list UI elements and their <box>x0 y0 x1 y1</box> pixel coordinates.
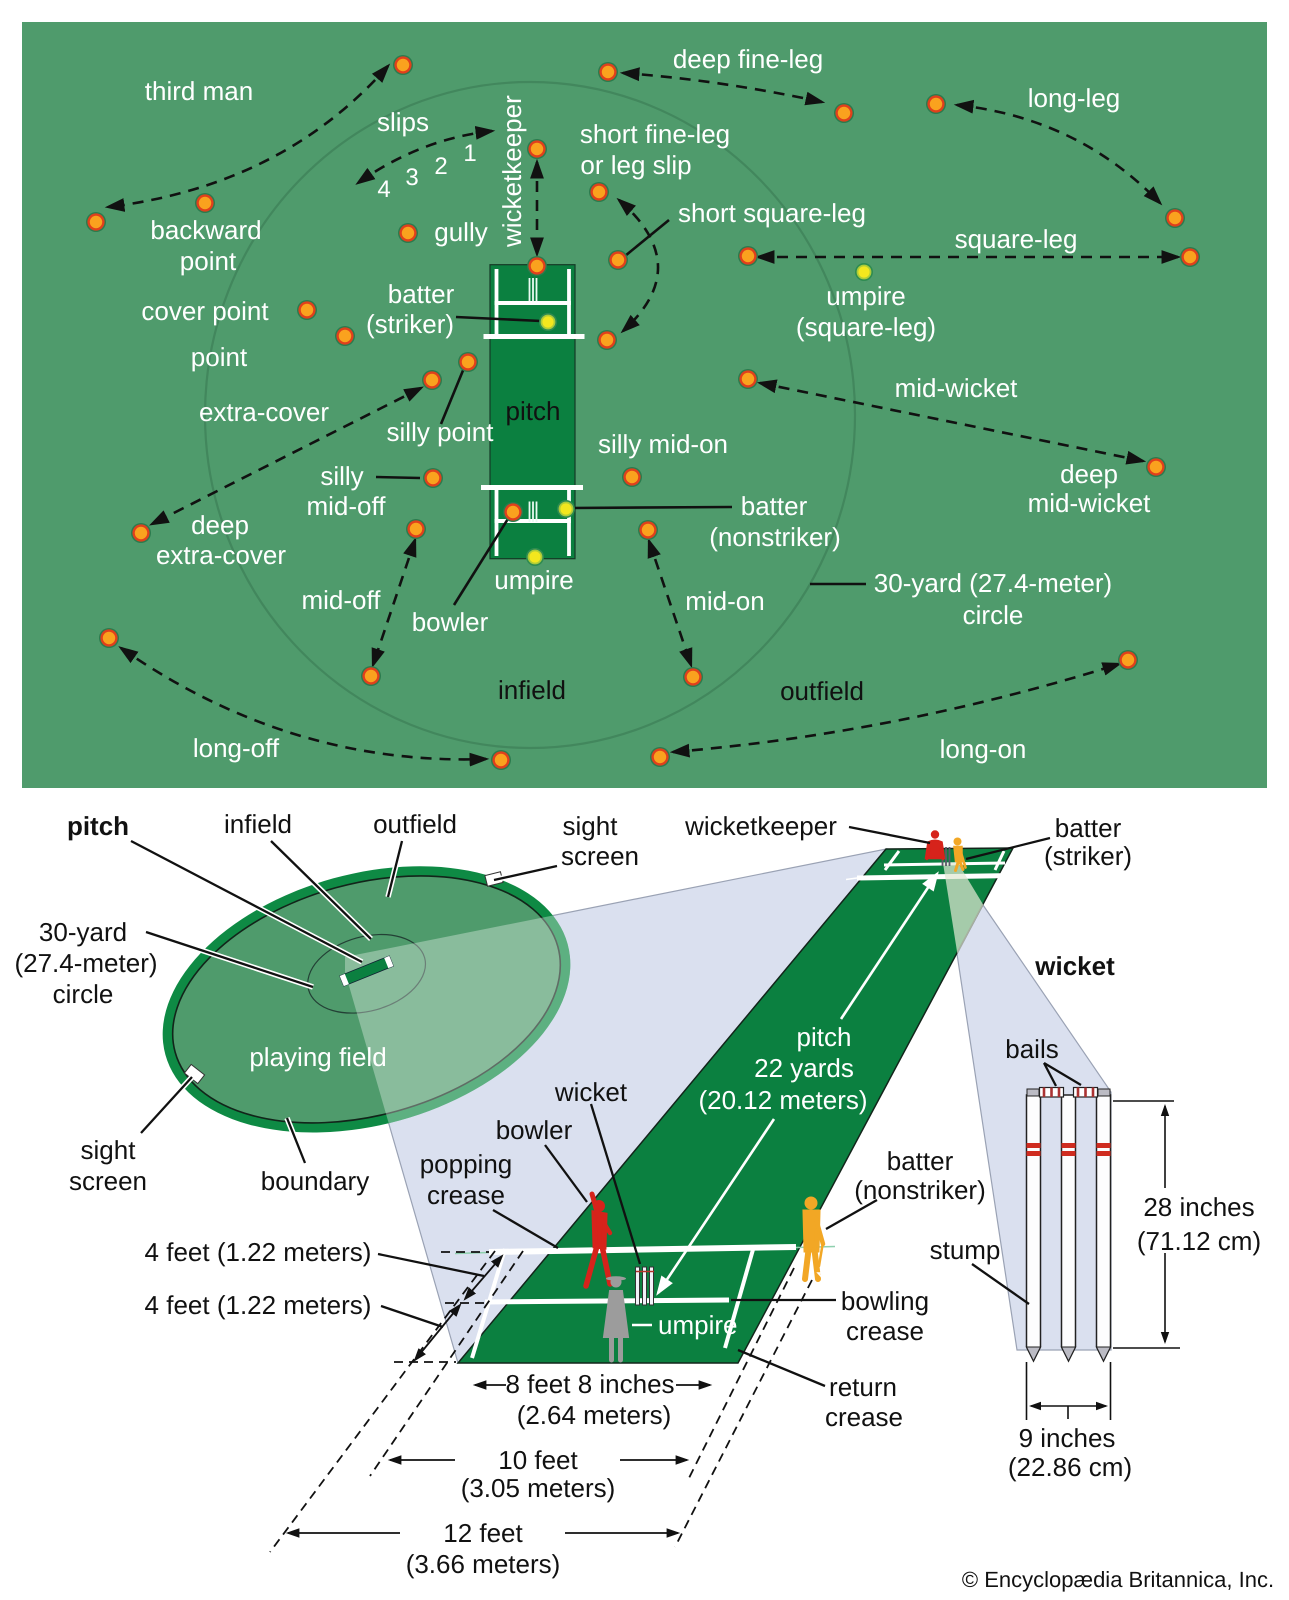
svg-text:screen: screen <box>69 1166 147 1196</box>
svg-text:short fine-leg: short fine-leg <box>580 119 730 149</box>
svg-text:(2.64 meters): (2.64 meters) <box>517 1400 672 1430</box>
svg-text:umpire: umpire <box>826 281 905 311</box>
svg-text:28 inches: 28 inches <box>1143 1192 1254 1222</box>
svg-text:(22.86 cm): (22.86 cm) <box>1008 1452 1132 1482</box>
svg-text:batter: batter <box>887 1146 954 1176</box>
svg-text:playing field: playing field <box>249 1042 386 1072</box>
svg-text:screen: screen <box>561 841 639 871</box>
svg-text:wicketkeeper: wicketkeeper <box>684 811 837 841</box>
svg-text:wicket: wicket <box>1034 951 1115 981</box>
svg-text:circle: circle <box>53 979 114 1009</box>
svg-text:pitch: pitch <box>797 1022 852 1052</box>
svg-text:square-leg: square-leg <box>955 224 1078 254</box>
svg-text:bowling: bowling <box>841 1286 929 1316</box>
svg-text:long-off: long-off <box>193 733 280 763</box>
svg-text:boundary: boundary <box>261 1166 369 1196</box>
svg-text:(nonstriker): (nonstriker) <box>709 522 840 552</box>
svg-text:12 feet: 12 feet <box>443 1518 523 1548</box>
svg-text:4 feet (1.22 meters): 4 feet (1.22 meters) <box>145 1290 372 1320</box>
svg-text:mid-on: mid-on <box>685 586 764 616</box>
svg-text:infield: infield <box>498 675 566 705</box>
svg-text:batter: batter <box>741 491 808 521</box>
svg-text:or leg slip: or leg slip <box>580 150 691 180</box>
svg-text:mid-wicket: mid-wicket <box>895 373 1019 403</box>
svg-text:batter: batter <box>388 279 455 309</box>
svg-text:popping: popping <box>420 1149 513 1179</box>
svg-text:extra-cover: extra-cover <box>199 397 329 427</box>
svg-text:short square-leg: short square-leg <box>678 198 866 228</box>
svg-text:1: 1 <box>463 140 476 167</box>
svg-text:3: 3 <box>405 164 418 191</box>
svg-text:wicket: wicket <box>554 1077 628 1107</box>
svg-text:4 feet (1.22 meters): 4 feet (1.22 meters) <box>145 1237 372 1267</box>
svg-text:mid-off: mid-off <box>302 585 382 615</box>
svg-text:(striker): (striker) <box>1044 841 1132 871</box>
svg-text:umpire: umpire <box>658 1310 737 1340</box>
svg-text:(square-leg): (square-leg) <box>796 312 936 342</box>
svg-text:sight: sight <box>81 1135 137 1165</box>
svg-text:wicketkeeper: wicketkeeper <box>497 95 527 248</box>
svg-text:third man: third man <box>145 76 253 106</box>
svg-text:10 feet: 10 feet <box>498 1445 578 1475</box>
svg-text:outfield: outfield <box>780 676 864 706</box>
svg-text:point: point <box>180 246 237 276</box>
svg-text:gully: gully <box>434 217 487 247</box>
svg-text:silly: silly <box>320 461 363 491</box>
svg-text:deep: deep <box>191 510 249 540</box>
svg-text:(nonstriker): (nonstriker) <box>854 1175 985 1205</box>
svg-text:mid-wicket: mid-wicket <box>1028 488 1152 518</box>
svg-text:pitch: pitch <box>67 811 129 841</box>
svg-text:(71.12 cm): (71.12 cm) <box>1137 1226 1261 1256</box>
svg-text:2: 2 <box>434 153 447 180</box>
svg-text:30-yard: 30-yard <box>39 917 127 947</box>
svg-text:infield: infield <box>224 809 292 839</box>
svg-text:batter: batter <box>1055 813 1122 843</box>
svg-text:stump: stump <box>930 1235 1001 1265</box>
svg-text:crease: crease <box>825 1402 903 1432</box>
svg-text:bowler: bowler <box>496 1115 573 1145</box>
svg-text:8 feet 8 inches: 8 feet 8 inches <box>505 1369 674 1399</box>
svg-text:return: return <box>829 1372 897 1402</box>
svg-text:9 inches: 9 inches <box>1019 1423 1116 1453</box>
svg-text:crease: crease <box>846 1316 924 1346</box>
svg-text:slips: slips <box>377 107 429 137</box>
svg-text:deep: deep <box>1060 459 1118 489</box>
svg-text:bails: bails <box>1005 1034 1058 1064</box>
svg-text:crease: crease <box>427 1180 505 1210</box>
svg-text:mid-off: mid-off <box>307 491 387 521</box>
svg-text:(20.12 meters): (20.12 meters) <box>698 1085 867 1115</box>
svg-text:point: point <box>191 342 248 372</box>
svg-text:(3.66 meters): (3.66 meters) <box>406 1549 561 1579</box>
svg-text:umpire: umpire <box>494 565 573 595</box>
svg-text:outfield: outfield <box>373 809 457 839</box>
svg-text:long-leg: long-leg <box>1028 83 1121 113</box>
svg-text:pitch: pitch <box>506 396 561 426</box>
svg-text:silly point: silly point <box>387 417 495 447</box>
svg-text:22 yards: 22 yards <box>754 1053 854 1083</box>
svg-text:(striker): (striker) <box>366 309 454 339</box>
svg-text:(27.4-meter): (27.4-meter) <box>14 948 157 978</box>
svg-text:cover point: cover point <box>141 296 269 326</box>
svg-text:backward: backward <box>150 215 261 245</box>
svg-text:30-yard (27.4-meter): 30-yard (27.4-meter) <box>874 568 1112 598</box>
svg-text:circle: circle <box>963 600 1024 630</box>
svg-text:bowler: bowler <box>412 607 489 637</box>
svg-text:(3.05 meters): (3.05 meters) <box>461 1473 616 1503</box>
svg-text:extra-cover: extra-cover <box>156 540 286 570</box>
svg-text:deep fine-leg: deep fine-leg <box>673 44 823 74</box>
svg-text:long-on: long-on <box>940 734 1027 764</box>
svg-text:© Encyclopædia Britannica, Inc: © Encyclopædia Britannica, Inc. <box>962 1567 1274 1592</box>
svg-text:silly mid-on: silly mid-on <box>598 429 728 459</box>
svg-text:sight: sight <box>563 811 619 841</box>
svg-text:4: 4 <box>377 176 390 203</box>
